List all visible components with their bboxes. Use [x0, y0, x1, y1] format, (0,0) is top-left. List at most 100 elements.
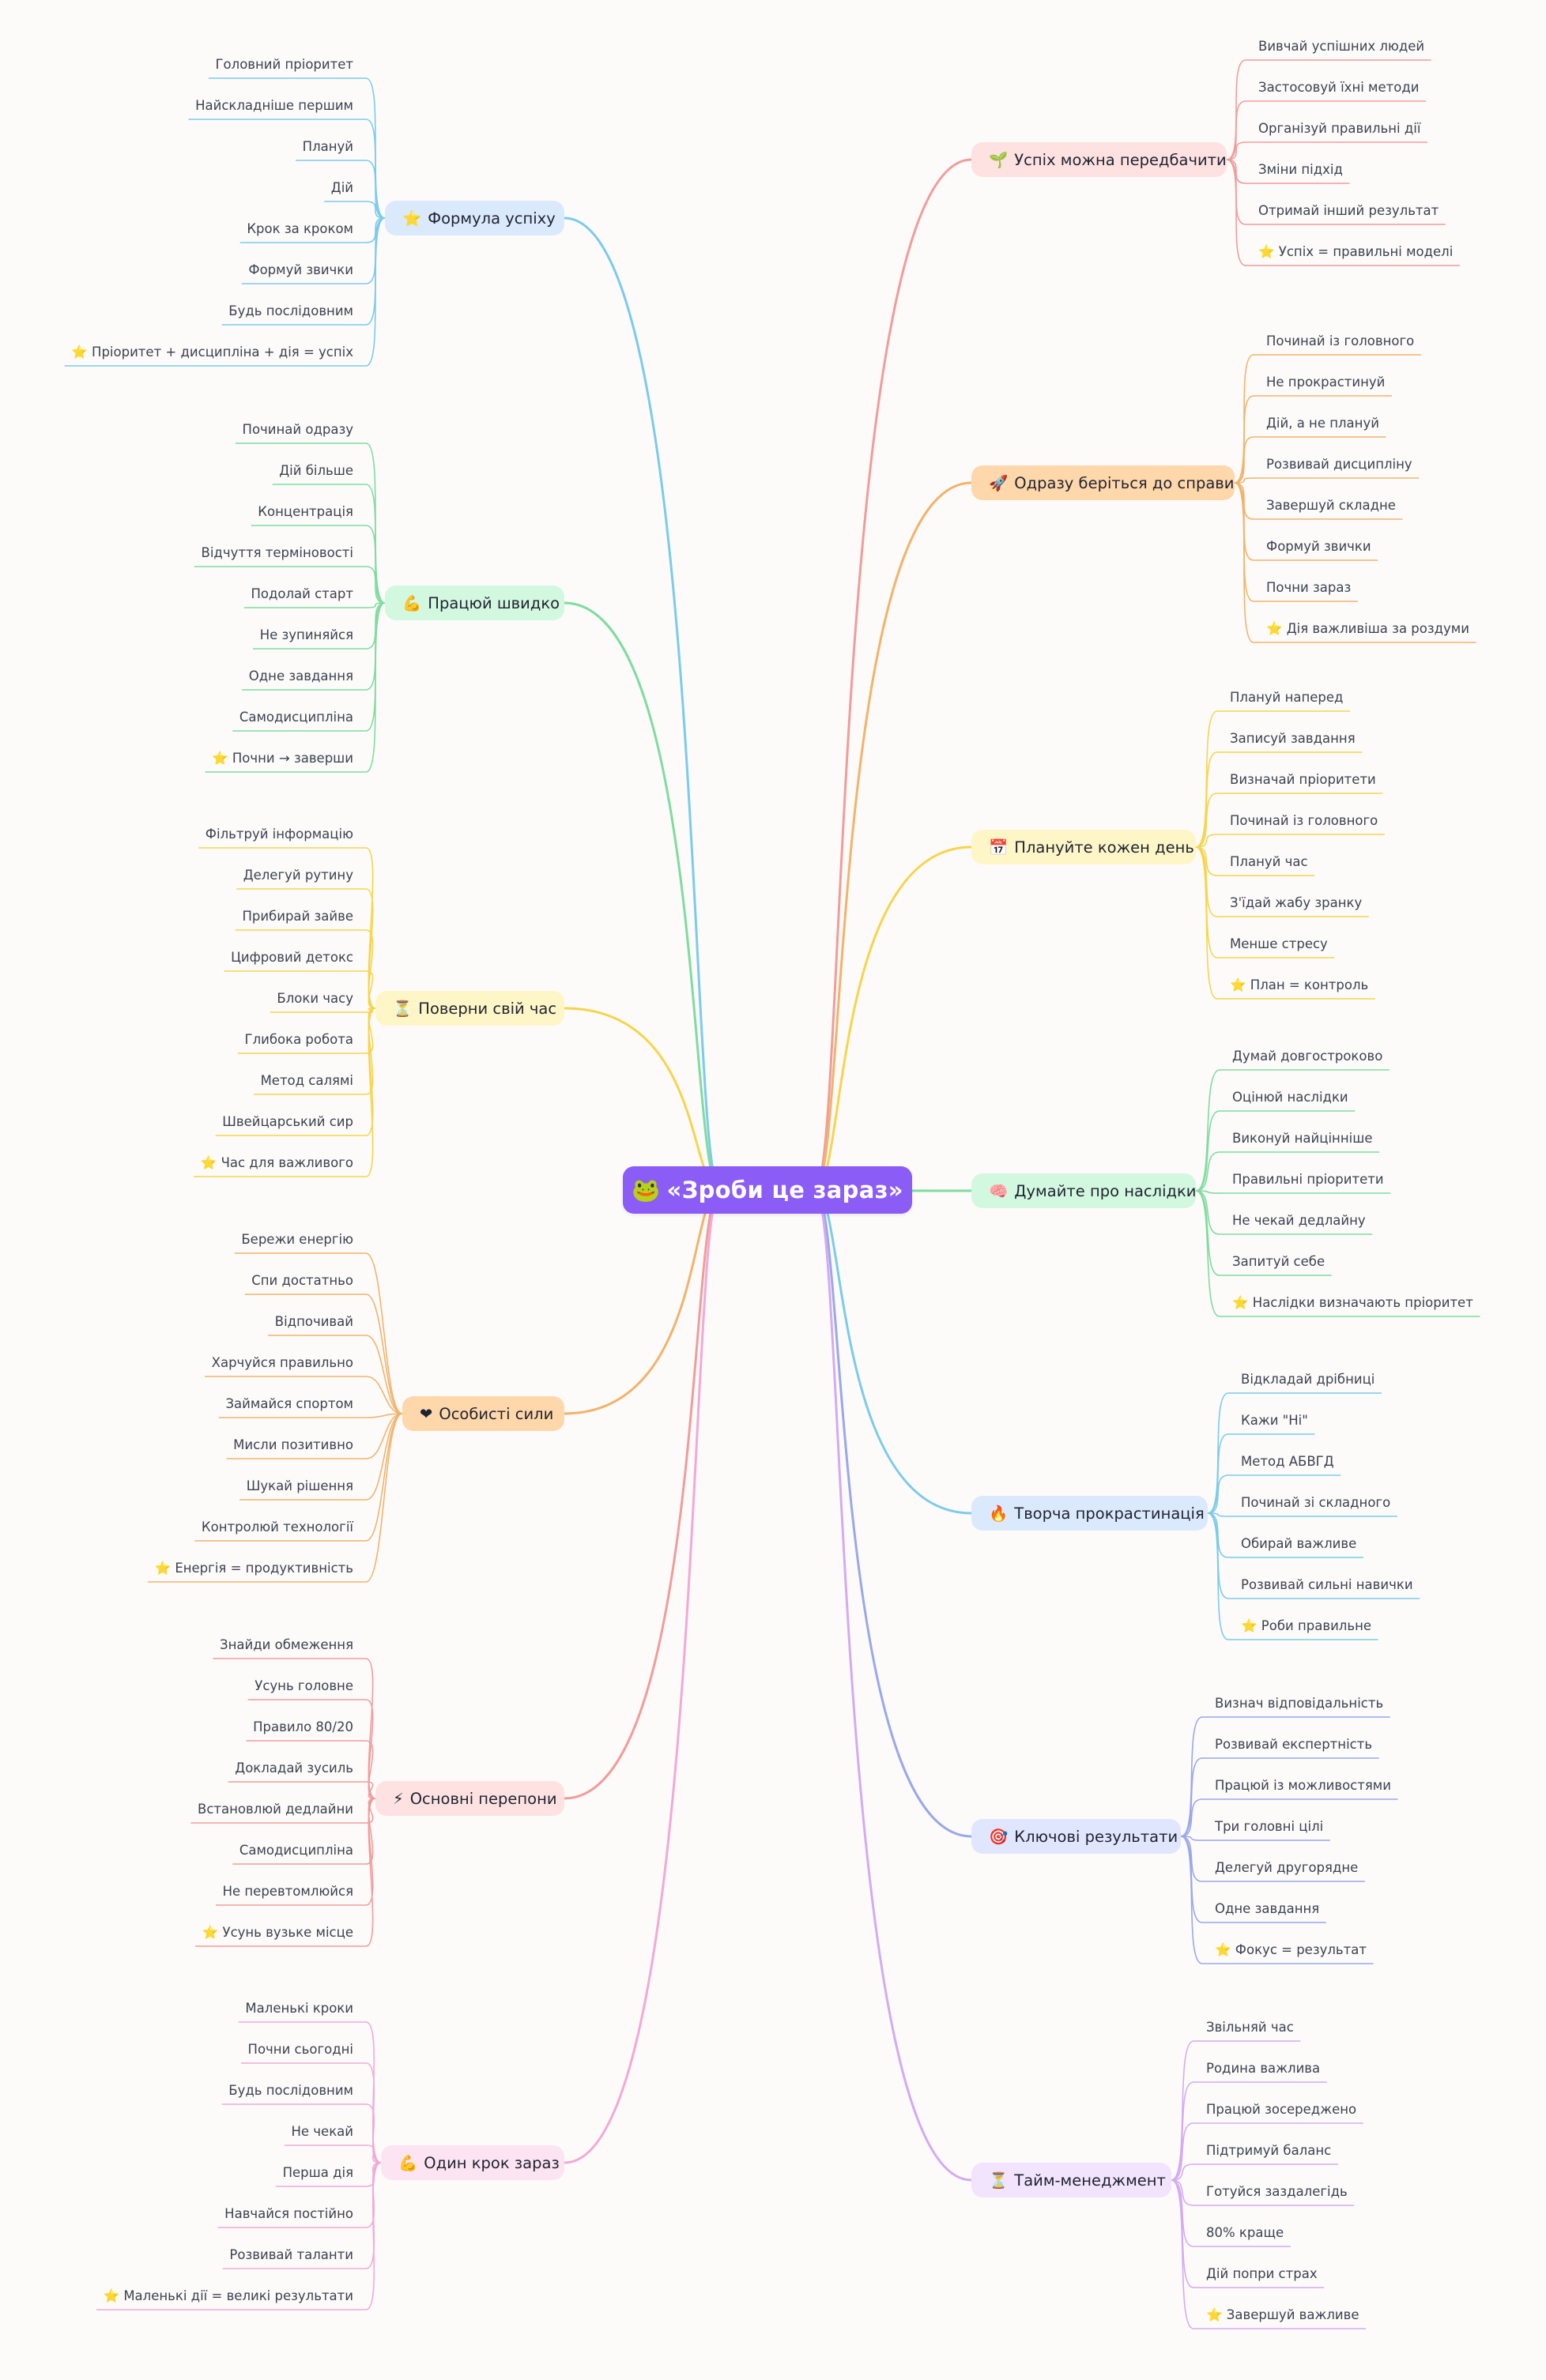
leaf-item[interactable]: Глибока робота	[244, 1032, 354, 1047]
leaf-item[interactable]: Плануй	[302, 139, 353, 154]
leaf-item[interactable]: З'їдай жабу зранку	[1230, 895, 1363, 910]
leaf-item[interactable]: Плануй час	[1230, 854, 1308, 869]
leaf-item[interactable]: Формуй звички	[248, 262, 353, 277]
leaf-item[interactable]: Усунь головне	[255, 1678, 353, 1693]
leaf-item[interactable]: Самодисципліна	[239, 710, 353, 725]
leaf-item[interactable]: Блоки часу	[277, 991, 353, 1006]
leaf-item[interactable]: Менше стресу	[1230, 936, 1328, 951]
leaf-item[interactable]: Делегуй другорядне	[1215, 1860, 1359, 1875]
leaf-item[interactable]: ⭐ Фокус = результат	[1215, 1942, 1367, 1957]
leaf-item[interactable]: Шукай рішення	[246, 1478, 353, 1493]
leaf-item[interactable]: Крок за кроком	[247, 221, 353, 236]
branch-main-obstacles[interactable]: ⚡ Основні перепони	[375, 1781, 564, 1816]
branch-think-consequences[interactable]: 🧠 Думайте про наслідки	[971, 1173, 1196, 1208]
leaf-item[interactable]: Мисли позитивно	[233, 1437, 353, 1452]
branch-reclaim-time[interactable]: ⏳ Поверни свій час	[375, 991, 564, 1026]
leaf-item[interactable]: Не чекай	[291, 2124, 353, 2139]
leaf-item[interactable]: ⭐ Почни → заверши	[212, 751, 353, 766]
leaf-item[interactable]: ⭐ Успіх = правильні моделі	[1258, 244, 1454, 259]
leaf-item[interactable]: Завершуй складне	[1266, 498, 1396, 513]
leaf-item[interactable]: Вивчай успішних людей	[1258, 39, 1425, 54]
branch-creative-procrastination[interactable]: 🔥 Творча прокрастинація	[971, 1496, 1208, 1531]
leaf-item[interactable]: Самодисципліна	[239, 1843, 353, 1858]
leaf-item[interactable]: Не чекай дедлайну	[1232, 1213, 1366, 1228]
branch-plan-every-day[interactable]: 📅 Плануйте кожен день	[971, 830, 1196, 864]
branch-start-immediately[interactable]: 🚀 Одразу беріться до справи	[971, 465, 1235, 500]
leaf-item[interactable]: ⭐ Роби правильне	[1241, 1618, 1372, 1633]
leaf-item[interactable]: Відпочивай	[274, 1314, 353, 1329]
leaf-item[interactable]: ⭐ Наслідки визначають пріоритет	[1232, 1295, 1473, 1310]
leaf-item[interactable]: Застосовуй їхні методи	[1258, 80, 1420, 95]
leaf-item[interactable]: Розвивай дисципліну	[1266, 457, 1412, 472]
branch-key-results[interactable]: 🎯 Ключові результати	[971, 1819, 1181, 1854]
leaf-item[interactable]: Розвивай експертність	[1215, 1737, 1373, 1752]
leaf-item[interactable]: Фільтруй інформацію	[205, 827, 353, 842]
leaf-item[interactable]: Займайся спортом	[225, 1396, 353, 1411]
leaf-item[interactable]: Починай зі складного	[1241, 1495, 1391, 1510]
leaf-item[interactable]: Дій, а не плануй	[1266, 416, 1379, 431]
leaf-item[interactable]: Знайди обмеження	[220, 1637, 353, 1652]
leaf-item[interactable]: Не зупиняйся	[259, 627, 353, 642]
leaf-item[interactable]: Зміни підхід	[1258, 162, 1343, 177]
leaf-item[interactable]: ⭐ План = контроль	[1230, 977, 1369, 992]
leaf-item[interactable]: Маленькі кроки	[245, 2001, 353, 2016]
leaf-item[interactable]: ⭐ Усунь вузьке місце	[202, 1925, 353, 1940]
leaf-item[interactable]: Розвивай таланти	[229, 2247, 353, 2262]
leaf-item[interactable]: Розвивай сильні навички	[1241, 1577, 1413, 1592]
leaf-item[interactable]: Не перевтомлюйся	[222, 1884, 353, 1899]
leaf-item[interactable]: Дій	[330, 180, 353, 195]
leaf-item[interactable]: Починай із головного	[1230, 813, 1378, 828]
leaf-item[interactable]: Обирай важливе	[1241, 1536, 1357, 1551]
leaf-item[interactable]: Почни зараз	[1266, 580, 1352, 595]
leaf-item[interactable]: Формуй звички	[1266, 539, 1371, 554]
leaf-item[interactable]: Починай із головного	[1266, 333, 1415, 348]
leaf-item[interactable]: ⭐ Завершуй важливе	[1206, 2307, 1359, 2322]
leaf-item[interactable]: ⭐ Час для важливого	[200, 1155, 353, 1170]
leaf-item[interactable]: Працюй зосереджено	[1206, 2102, 1357, 2117]
leaf-item[interactable]: Швейцарський сир	[222, 1114, 353, 1129]
branch-work-fast[interactable]: 💪 Працюй швидко	[385, 586, 564, 620]
leaf-item[interactable]: Відчуття терміновості	[201, 545, 353, 560]
leaf-item[interactable]: ⭐ Пріоритет + дисципліна + дія = успіх	[71, 345, 353, 360]
leaf-item[interactable]: ⭐ Маленькі дії = великі результати	[103, 2288, 353, 2303]
leaf-item[interactable]: Визнач відповідальність	[1215, 1696, 1384, 1711]
leaf-item[interactable]: Головний пріоритет	[215, 57, 353, 72]
leaf-item[interactable]: Правильні пріоритети	[1232, 1172, 1384, 1187]
branch-one-step-now[interactable]: 💪 Один крок зараз	[381, 2145, 564, 2180]
leaf-item[interactable]: Не прокрастинуй	[1266, 375, 1386, 390]
leaf-item[interactable]: Перша дія	[282, 2165, 353, 2180]
leaf-item[interactable]: Правило 80/20	[253, 1719, 353, 1734]
leaf-item[interactable]: Будь послідовним	[228, 2083, 353, 2098]
leaf-item[interactable]: Три головні цілі	[1215, 1819, 1324, 1834]
leaf-item[interactable]: Одне завдання	[248, 668, 353, 683]
leaf-item[interactable]: Записуй завдання	[1230, 731, 1356, 746]
leaf-item[interactable]: Встановлюй дедлайни	[198, 1802, 353, 1817]
leaf-item[interactable]: Працюй із можливостями	[1215, 1778, 1391, 1793]
leaf-item[interactable]: Харчуйся правильно	[211, 1355, 353, 1370]
leaf-item[interactable]: Цифровий детокс	[231, 950, 353, 965]
leaf-item[interactable]: Навчайся постійно	[224, 2206, 353, 2221]
leaf-item[interactable]: Найскладніше першим	[195, 98, 353, 113]
leaf-item[interactable]: Дій попри страх	[1206, 2266, 1318, 2281]
branch-personal-powers[interactable]: ❤ Особисті сили	[402, 1396, 564, 1431]
branch-success-formula[interactable]: ⭐ Формула успіху	[385, 201, 564, 235]
leaf-item[interactable]: Запитуй себе	[1232, 1254, 1325, 1269]
leaf-item[interactable]: Готуйся заздалегідь	[1206, 2184, 1348, 2199]
leaf-item[interactable]: Звільняй час	[1206, 2020, 1294, 2035]
leaf-item[interactable]: Прибирай зайве	[242, 909, 353, 924]
leaf-item[interactable]: Будь послідовним	[228, 303, 353, 318]
leaf-item[interactable]: Підтримуй баланс	[1206, 2143, 1332, 2158]
leaf-item[interactable]: Визначай пріоритети	[1230, 772, 1376, 787]
leaf-item[interactable]: Докладай зусиль	[235, 1761, 353, 1776]
leaf-item[interactable]: ⭐ Енергія = продуктивність	[154, 1561, 353, 1576]
leaf-item[interactable]: ⭐ Дія важливіша за роздуми	[1266, 621, 1469, 636]
leaf-item[interactable]: Контролюй технології	[201, 1520, 353, 1535]
leaf-item[interactable]: Почни сьогодні	[247, 2042, 353, 2057]
leaf-item[interactable]: Отримай інший результат	[1258, 203, 1439, 218]
leaf-item[interactable]: Подолай старт	[251, 586, 353, 601]
leaf-item[interactable]: Починай одразу	[242, 422, 353, 437]
leaf-item[interactable]: Думай довгостроково	[1232, 1049, 1383, 1064]
branch-time-management[interactable]: ⏳ Тайм-менеджмент	[971, 2163, 1171, 2197]
central-topic[interactable]: 🐸 «Зроби це зараз»	[623, 1166, 912, 1214]
leaf-item[interactable]: Організуй правильні дії	[1258, 121, 1421, 136]
